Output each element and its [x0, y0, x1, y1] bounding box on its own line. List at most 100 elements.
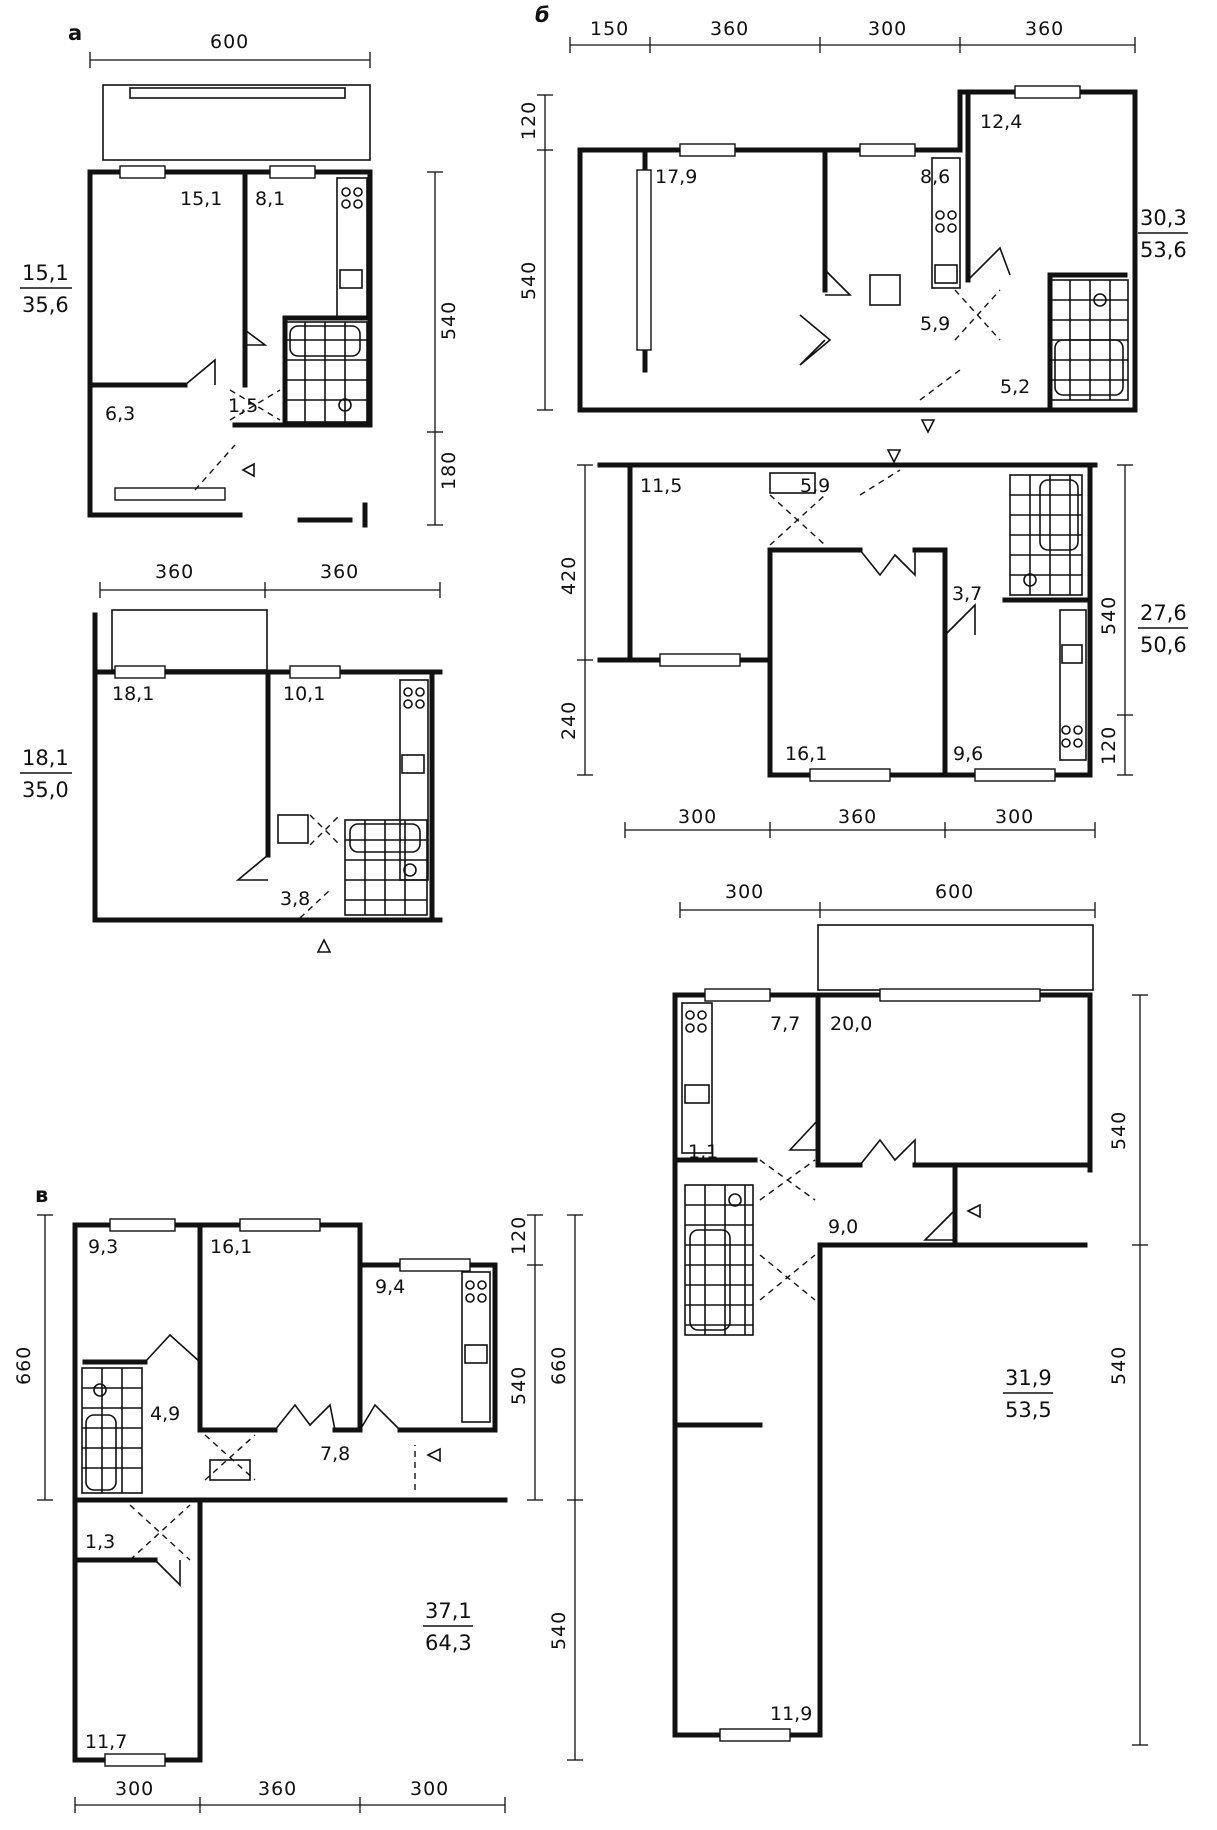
- room-area-label: 8,6: [920, 166, 950, 188]
- window: [114, 665, 166, 679]
- dimension-line: [427, 171, 443, 526]
- dim-label: 660: [548, 1346, 570, 1385]
- plan-b3: 300 600 540 540 7,7 20,0 1,1 9,0: [672, 881, 1148, 1746]
- door-swing: [859, 549, 916, 577]
- exterior-wall: [672, 992, 1093, 1173]
- toilet-icon: [1023, 573, 1037, 587]
- dim-label: 360: [1025, 18, 1064, 40]
- living-area-value: 27,6: [1140, 601, 1187, 625]
- toilet-icon: [1093, 293, 1107, 307]
- plan-a1: 600: [20, 31, 460, 528]
- dim-label: 540: [1098, 596, 1120, 635]
- bathtub-icon: [1039, 479, 1079, 551]
- bathroom-tiles: [684, 1184, 754, 1336]
- window: [239, 1218, 321, 1232]
- window: [636, 169, 652, 351]
- window: [679, 143, 736, 157]
- section-label-b: б: [535, 3, 550, 27]
- bathtub-icon: [289, 325, 361, 357]
- bathtub-icon: [689, 1229, 731, 1331]
- bathroom-tiles: [284, 321, 368, 423]
- kitchen-counter: [931, 157, 961, 289]
- dim-label: 300: [410, 1778, 449, 1800]
- sink-icon: [1061, 644, 1083, 664]
- window: [704, 988, 771, 1002]
- bathtub-icon: [85, 1414, 117, 1491]
- dim-label: 120: [1098, 726, 1120, 765]
- toilet-icon: [93, 1383, 107, 1397]
- entrance-marker-icon: [241, 462, 255, 478]
- balcony: [817, 924, 1094, 991]
- door-swing: [859, 1138, 916, 1166]
- living-area-value: 37,1: [425, 1599, 472, 1623]
- dimension-line: [679, 902, 1148, 1746]
- exterior-wall: [577, 147, 1138, 413]
- dimension-line: [537, 94, 553, 411]
- balcony: [111, 609, 268, 671]
- dim-label: 360: [710, 18, 749, 40]
- section-label-a: а: [68, 21, 82, 45]
- room-area-label: 5,2: [1000, 376, 1030, 398]
- dim-label: 300: [868, 18, 907, 40]
- door-swing: [184, 358, 216, 386]
- room-area-label: 12,4: [980, 111, 1022, 133]
- dim-label: 540: [438, 301, 460, 340]
- door-swing: [274, 1403, 336, 1431]
- room-area-label: 8,1: [255, 188, 285, 210]
- room-area-label: 9,0: [828, 1216, 858, 1238]
- toilet-icon: [403, 863, 417, 877]
- dim-label: 300: [995, 806, 1034, 828]
- dim-label: 360: [258, 1778, 297, 1800]
- window: [289, 665, 341, 679]
- exterior-wall: [87, 169, 373, 423]
- dim-label: 540: [508, 1366, 530, 1405]
- plan-b1: 150 360 300 360 120 540: [518, 18, 1188, 434]
- window: [809, 768, 891, 782]
- section-label-v: в: [35, 1183, 48, 1207]
- dim-label: 360: [155, 561, 194, 583]
- window: [269, 165, 316, 179]
- total-area-value: 53,6: [1140, 238, 1187, 262]
- kitchen-counter: [1059, 609, 1087, 761]
- plan-v: 660 120 540 660 540 300 360 300 9,3 16,1…: [13, 1214, 583, 1813]
- room-area-label: 9,3: [88, 1236, 118, 1258]
- bathtub-icon: [349, 823, 421, 853]
- room-area-label: 1,5: [228, 395, 258, 417]
- dim-label: 660: [13, 1346, 35, 1385]
- room-area-label: 10,1: [283, 683, 325, 705]
- room-area-label: 17,9: [655, 166, 697, 188]
- room-area-label: 9,6: [953, 743, 983, 765]
- dim-label: 240: [558, 701, 580, 740]
- window: [879, 988, 1041, 1002]
- window: [109, 1218, 176, 1232]
- room-area-label: 4,9: [150, 1403, 180, 1425]
- room-area-label: 11,9: [770, 1703, 812, 1725]
- entrance-marker-icon: [920, 419, 936, 434]
- room-area-label: 9,4: [375, 1276, 405, 1298]
- room-area-label: 3,8: [280, 888, 310, 910]
- sink-icon: [684, 1084, 710, 1104]
- entrance-marker-icon: [426, 1447, 441, 1463]
- living-area-value: 30,3: [1140, 206, 1187, 230]
- room-area-label: 1,3: [85, 1531, 115, 1553]
- bathroom-tiles: [344, 819, 428, 916]
- living-area-value: 15,1: [22, 261, 69, 285]
- kitchen-counter: [336, 177, 368, 319]
- room-area-label: 7,7: [770, 1013, 800, 1035]
- window: [974, 768, 1056, 782]
- dim-label: 540: [548, 1611, 570, 1650]
- dim-label: 540: [518, 261, 540, 300]
- dim-label: 120: [508, 1216, 530, 1255]
- window: [119, 165, 166, 179]
- total-area-value: 35,6: [22, 293, 69, 317]
- window: [1014, 85, 1081, 99]
- window: [859, 143, 916, 157]
- dim-label: 600: [210, 31, 249, 53]
- dim-label: 120: [518, 101, 540, 140]
- kitchen-counter: [461, 1271, 491, 1423]
- dimension-line: [89, 52, 371, 68]
- entrance-marker-icon: [886, 449, 902, 464]
- entrance-marker-icon: [316, 938, 332, 953]
- window: [399, 1258, 471, 1272]
